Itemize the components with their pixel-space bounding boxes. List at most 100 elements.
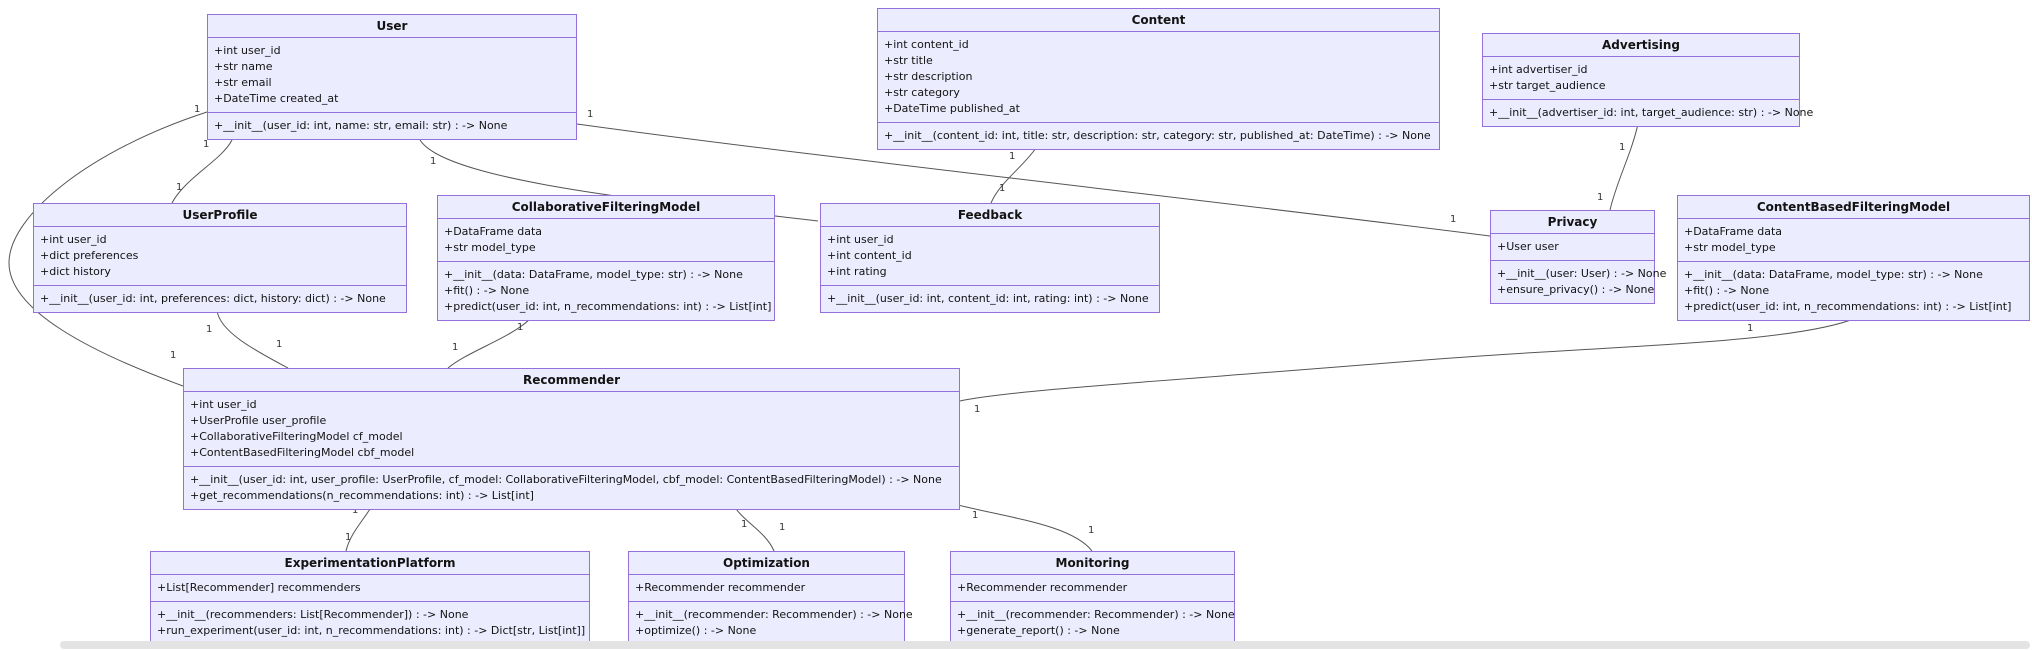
class-methods-content: +__init__(content_id: int, title: str, d…: [878, 122, 1439, 149]
class-attributes-experimentation: +List[Recommender] recommenders: [151, 574, 589, 601]
class-methods-recommender: +__init__(user_id: int, user_profile: Us…: [184, 466, 959, 509]
multiplicity-label-recommender-monitoring: 1: [1088, 525, 1094, 536]
class-box-recommender: Recommender +int user_id +UserProfile user…: [183, 368, 960, 510]
multiplicity-label-recommender-experimentation: 1: [345, 532, 351, 543]
class-box-advertising: Advertising+int advertiser_id+str target…: [1482, 33, 1814, 127]
edge-recommender-optimization: [733, 505, 775, 552]
class-box-content: Content +int content_id +str title +str des…: [877, 8, 1440, 150]
class-attribute: +str title: [884, 54, 933, 67]
multiplicity-label-content-feedback: 1: [1009, 151, 1015, 162]
class-title-cbfm: ContentBasedFilteringModel: [1756, 200, 1951, 214]
multiplicity-label-recommender-optimization: 1: [779, 522, 785, 533]
class-method: +__init__(user: User) : -> None: [1497, 267, 1667, 280]
class-attribute: +int advertiser_id: [1489, 63, 1588, 76]
class-attribute: +int user_id: [40, 233, 107, 246]
class-box-experimentation: ExperimentationPlatform +List[Recommender…: [150, 551, 590, 645]
class-methods-cbfm: +__init__(data: DataFrame, model_type: s…: [1678, 261, 2029, 320]
multiplicity-label-user-privacy: 1: [587, 109, 593, 120]
edge-recommender-experimentation: [345, 505, 373, 552]
class-attribute: +DateTime created_at: [214, 92, 339, 105]
class-box-optimization: Optimization+Recommender recommender+__i…: [628, 551, 913, 645]
class-box-userprofile: UserProfile+int user_id+dict preferences…: [33, 203, 407, 313]
class-method: +generate_report() : -> None: [957, 624, 1120, 637]
class-method: +__init__(user_id: int, preferences: dic…: [40, 292, 386, 305]
class-method: +run_experiment(user_id: int, n_recommen…: [157, 624, 586, 637]
edge-cbfm-recommender: [959, 317, 1857, 402]
multiplicity-label-recommender-monitoring: 1: [972, 510, 978, 521]
class-attributes-privacy: +User user: [1491, 233, 1654, 260]
class-attribute: +str description: [884, 70, 973, 83]
horizontal-scrollbar[interactable]: [60, 641, 2030, 649]
multiplicity-label-advertising-privacy: 1: [1597, 192, 1603, 203]
multiplicity-label-advertising-privacy: 1: [1619, 142, 1625, 153]
class-attribute: +CollaborativeFilteringModel cf_model: [190, 430, 403, 443]
class-attribute: +Recommender recommender: [957, 581, 1128, 594]
class-title-experimentation: ExperimentationPlatform: [284, 556, 456, 570]
class-method: +predict(user_id: int, n_recommendations…: [1684, 300, 2012, 313]
class-methods-advertising: +__init__(advertiser_id: int, target_aud…: [1483, 99, 1814, 126]
class-box-feedback: Feedback+int user_id+int content_id+int …: [820, 203, 1160, 313]
class-attribute: +str model_type: [1684, 241, 1776, 254]
class-attributes-cbfm: +DataFrame data +str model_type: [1678, 218, 2029, 261]
class-title-user: User: [376, 19, 408, 33]
multiplicity-label-user-privacy: 1: [1450, 214, 1456, 225]
multiplicity-label-content-feedback: 1: [999, 183, 1005, 194]
class-attributes-cfm: +DataFrame data +str model_type: [438, 218, 774, 261]
class-attribute: +DataFrame data: [444, 225, 543, 238]
class-attribute: +DataFrame data: [1684, 225, 1783, 238]
class-box-cfm: CollaborativeFilteringModel+DataFrame da…: [437, 195, 775, 321]
multiplicity-label-user-recommender: 1: [194, 104, 200, 115]
class-attributes-recommender: +int user_id +UserProfile user_profile +Co…: [184, 391, 959, 466]
class-attribute: +UserProfile user_profile: [190, 414, 327, 427]
class-attributes-feedback: +int user_id+int content_id+int rating: [821, 226, 1159, 285]
class-method: +__init__(data: DataFrame, model_type: s…: [1684, 268, 1983, 281]
multiplicity-label-userprofile-recommender: 1: [206, 324, 212, 335]
class-title-userprofile: UserProfile: [182, 208, 258, 222]
class-attributes-monitoring: +Recommender recommender: [951, 574, 1234, 601]
class-attribute: +DateTime published_at: [884, 102, 1020, 115]
class-methods-cfm: +__init__(data: DataFrame, model_type: s…: [438, 261, 774, 320]
class-attribute: +User user: [1497, 240, 1559, 253]
class-attribute: +str category: [884, 86, 960, 99]
multiplicity-label-user-userprofile: 1: [176, 182, 182, 193]
multiplicity-label-cbfm-recommender: 1: [974, 404, 980, 415]
class-box-cbfm: ContentBasedFilteringModel +DataFrame dat…: [1677, 195, 2030, 321]
class-attribute: +int rating: [827, 265, 887, 278]
class-attribute: +int user_id: [827, 233, 894, 246]
class-method: +__init__(advertiser_id: int, target_aud…: [1489, 106, 1814, 119]
class-methods-user: +__init__(user_id: int, name: str, email…: [208, 112, 576, 139]
edge-user-privacy: [576, 123, 1491, 237]
edge-user-recommender: [8, 111, 208, 387]
class-title-content: Content: [1131, 13, 1186, 27]
class-attribute: +int content_id: [884, 38, 969, 51]
class-attribute: +int user_id: [190, 398, 257, 411]
class-attribute: +List[Recommender] recommenders: [157, 581, 361, 594]
class-method: +__init__(recommender: Recommender) : ->…: [957, 608, 1235, 621]
class-method: +__init__(data: DataFrame, model_type: s…: [444, 268, 743, 281]
multiplicity-label-user-userprofile: 1: [203, 139, 209, 150]
class-method: +__init__(content_id: int, title: str, d…: [884, 129, 1431, 142]
multiplicity-label-recommender-experimentation: 1: [352, 505, 358, 516]
class-title-recommender: Recommender: [522, 373, 621, 387]
multiplicity-label-user-recommender: 1: [170, 350, 176, 361]
class-attributes-advertising: +int advertiser_id+str target_audience: [1483, 56, 1799, 99]
class-method: +__init__(user_id: int, name: str, email…: [214, 119, 508, 132]
edge-cfm-recommender: [447, 316, 533, 369]
class-box-privacy: Privacy +User user +__init__(user: User) :…: [1490, 210, 1667, 304]
class-method: +ensure_privacy() : -> None: [1497, 283, 1655, 296]
class-methods-optimization: +__init__(recommender: Recommender) : ->…: [629, 601, 913, 644]
edge-recommender-monitoring: [957, 504, 1093, 552]
class-attribute: +dict history: [40, 265, 111, 278]
class-attribute: +str model_type: [444, 241, 536, 254]
class-box-user: User+int user_id+str name+str email+Date…: [207, 14, 577, 140]
class-method: +predict(user_id: int, n_recommendations…: [444, 300, 772, 313]
class-attribute: +Recommender recommender: [635, 581, 806, 594]
class-title-privacy: Privacy: [1547, 215, 1598, 229]
edge-advertising-privacy: [1609, 123, 1639, 211]
class-method: +fit() : -> None: [444, 284, 530, 297]
class-methods-feedback: +__init__(user_id: int, content_id: int,…: [821, 285, 1159, 312]
class-attribute: +int user_id: [214, 44, 281, 57]
class-method: +__init__(recommenders: List[Recommender…: [157, 608, 469, 621]
